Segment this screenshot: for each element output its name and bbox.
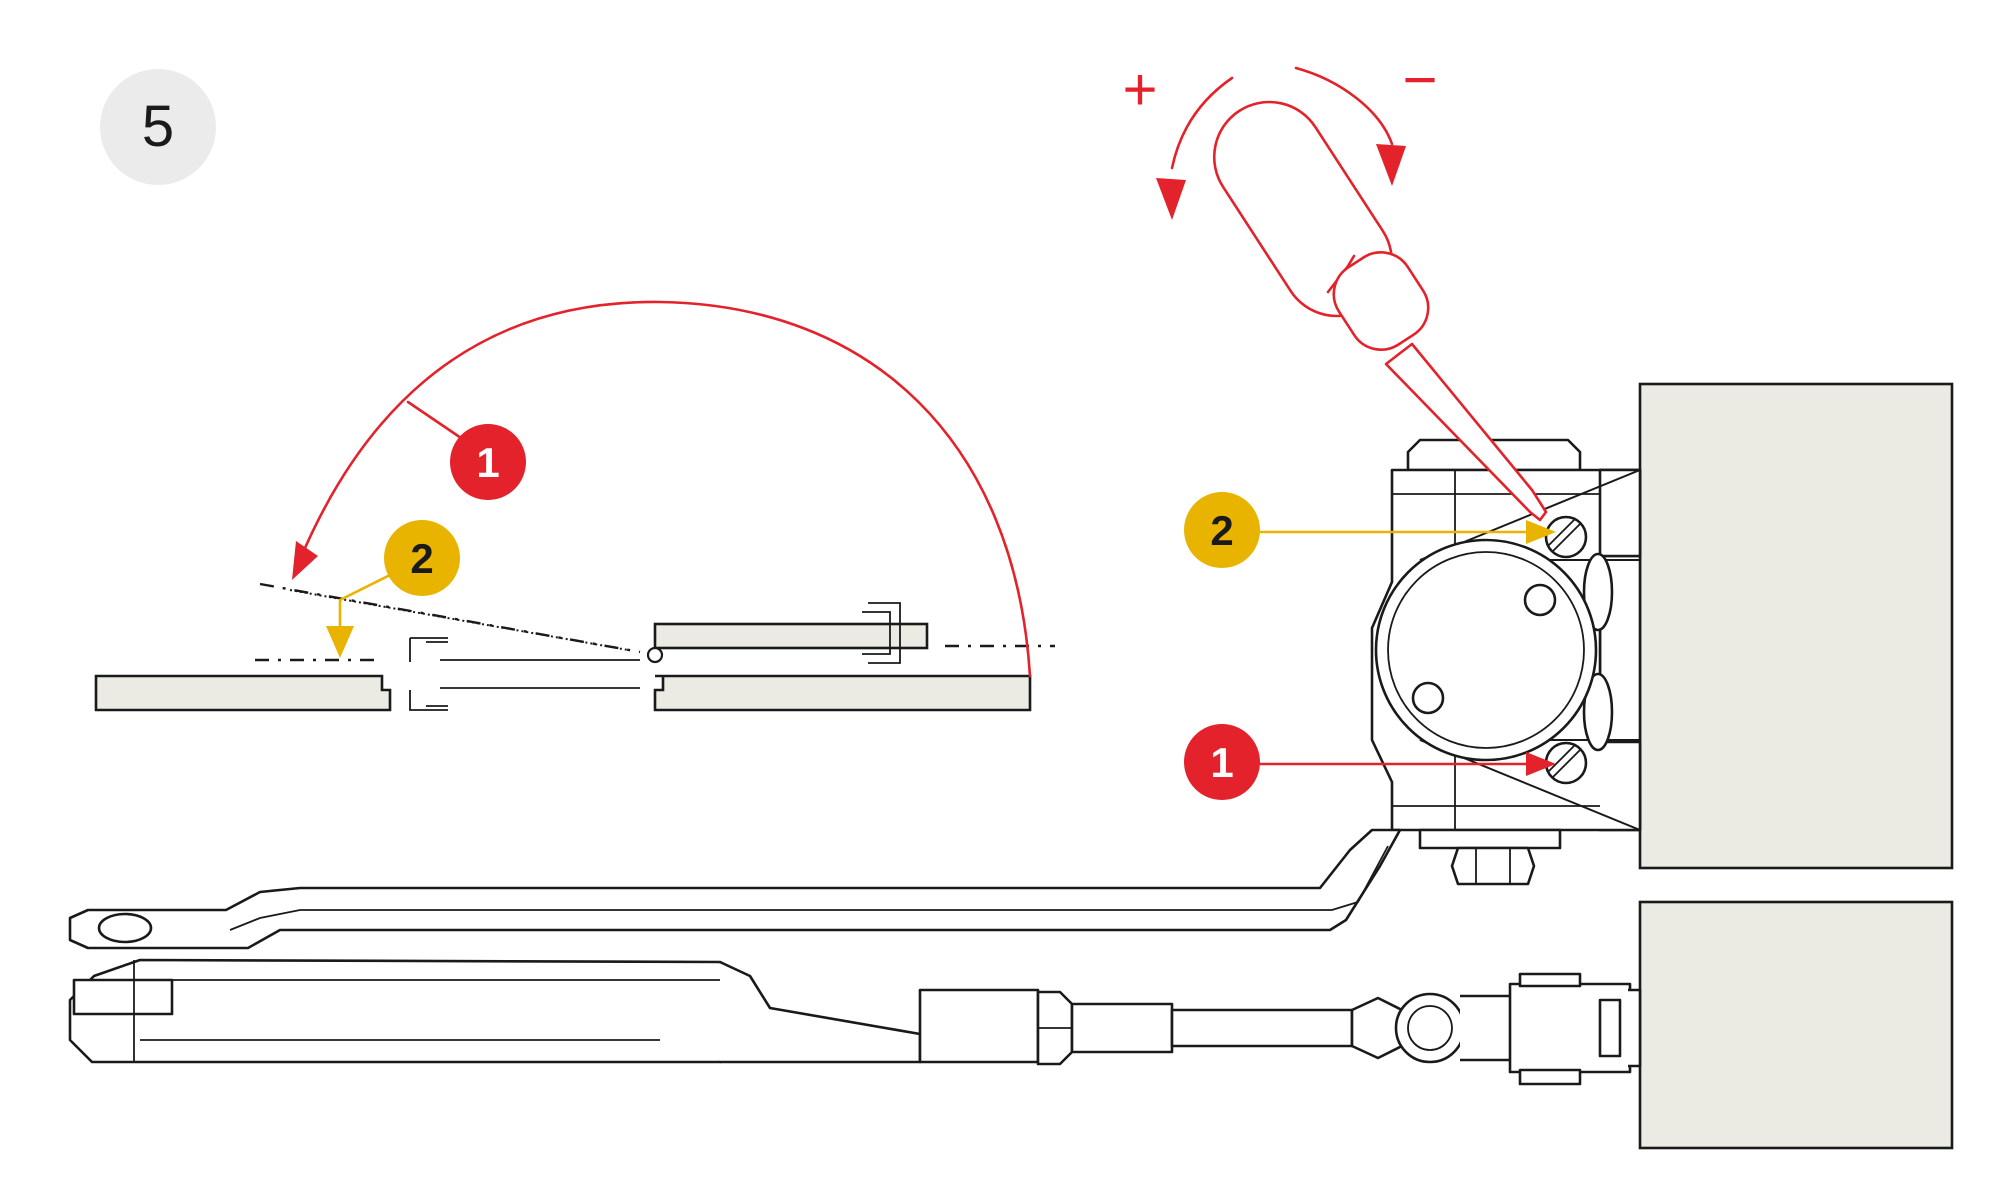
swing-arrowhead [292, 541, 318, 580]
frame-gap [440, 659, 640, 689]
door-panel [1638, 900, 1954, 1150]
disc-hole-1 [1523, 583, 1557, 617]
parallel-shoe [1508, 982, 1632, 1074]
adjustable-rod [1070, 1002, 1174, 1054]
step-number: 5 [142, 94, 174, 159]
callout-closing-speed-right: 1 [1184, 724, 1556, 800]
wall-left [94, 674, 392, 712]
rotate-plus-arc [1170, 76, 1234, 170]
door-closer-body [1370, 438, 1642, 886]
rotate-minus-arc [1294, 66, 1394, 146]
callout-closing-speed-left: 1 [450, 424, 526, 500]
screwdriver-ferrule [1332, 251, 1430, 351]
door-swing-diagram [94, 300, 1055, 712]
rotate-minus-label: − [1402, 46, 1437, 113]
svg-text:2: 2 [1210, 507, 1233, 554]
disc-hole-2 [1411, 681, 1445, 715]
callout-latching-speed-right: 2 [1184, 492, 1556, 568]
latch-angle-line [259, 582, 641, 654]
door-leaf [653, 622, 929, 650]
svg-text:2: 2 [410, 535, 433, 582]
side-bolt-top [1582, 552, 1614, 632]
hinge-pivot [646, 646, 664, 664]
door-frame-panel [1638, 382, 1954, 870]
lower-arm [68, 958, 1642, 1086]
rod-sleeve [918, 988, 1040, 1064]
callout-latching-speed-left: 2 [384, 520, 460, 596]
rotate-minus-arrowhead [1376, 144, 1406, 186]
step-badge: 5 [100, 69, 216, 185]
side-bolt-bottom [1582, 672, 1614, 752]
latching-speed-valve[interactable] [1544, 515, 1588, 559]
door-bracket [868, 602, 901, 664]
upper-arm [68, 828, 1402, 950]
arm-pivot-screw [97, 912, 153, 944]
rotate-plus-arrowhead [1156, 178, 1186, 220]
svg-text:1: 1 [476, 439, 499, 486]
pinion-disc [1374, 538, 1598, 762]
svg-text:1: 1 [1210, 739, 1233, 786]
screwdriver-shaft [1384, 342, 1548, 522]
wall-right [653, 674, 1032, 712]
rotate-plus-label: + [1122, 56, 1157, 123]
swing-arc [303, 300, 1032, 678]
arm-shoe-pivot [1394, 992, 1466, 1064]
spindle-nut [1450, 846, 1536, 886]
screwdriver [1156, 66, 1548, 522]
